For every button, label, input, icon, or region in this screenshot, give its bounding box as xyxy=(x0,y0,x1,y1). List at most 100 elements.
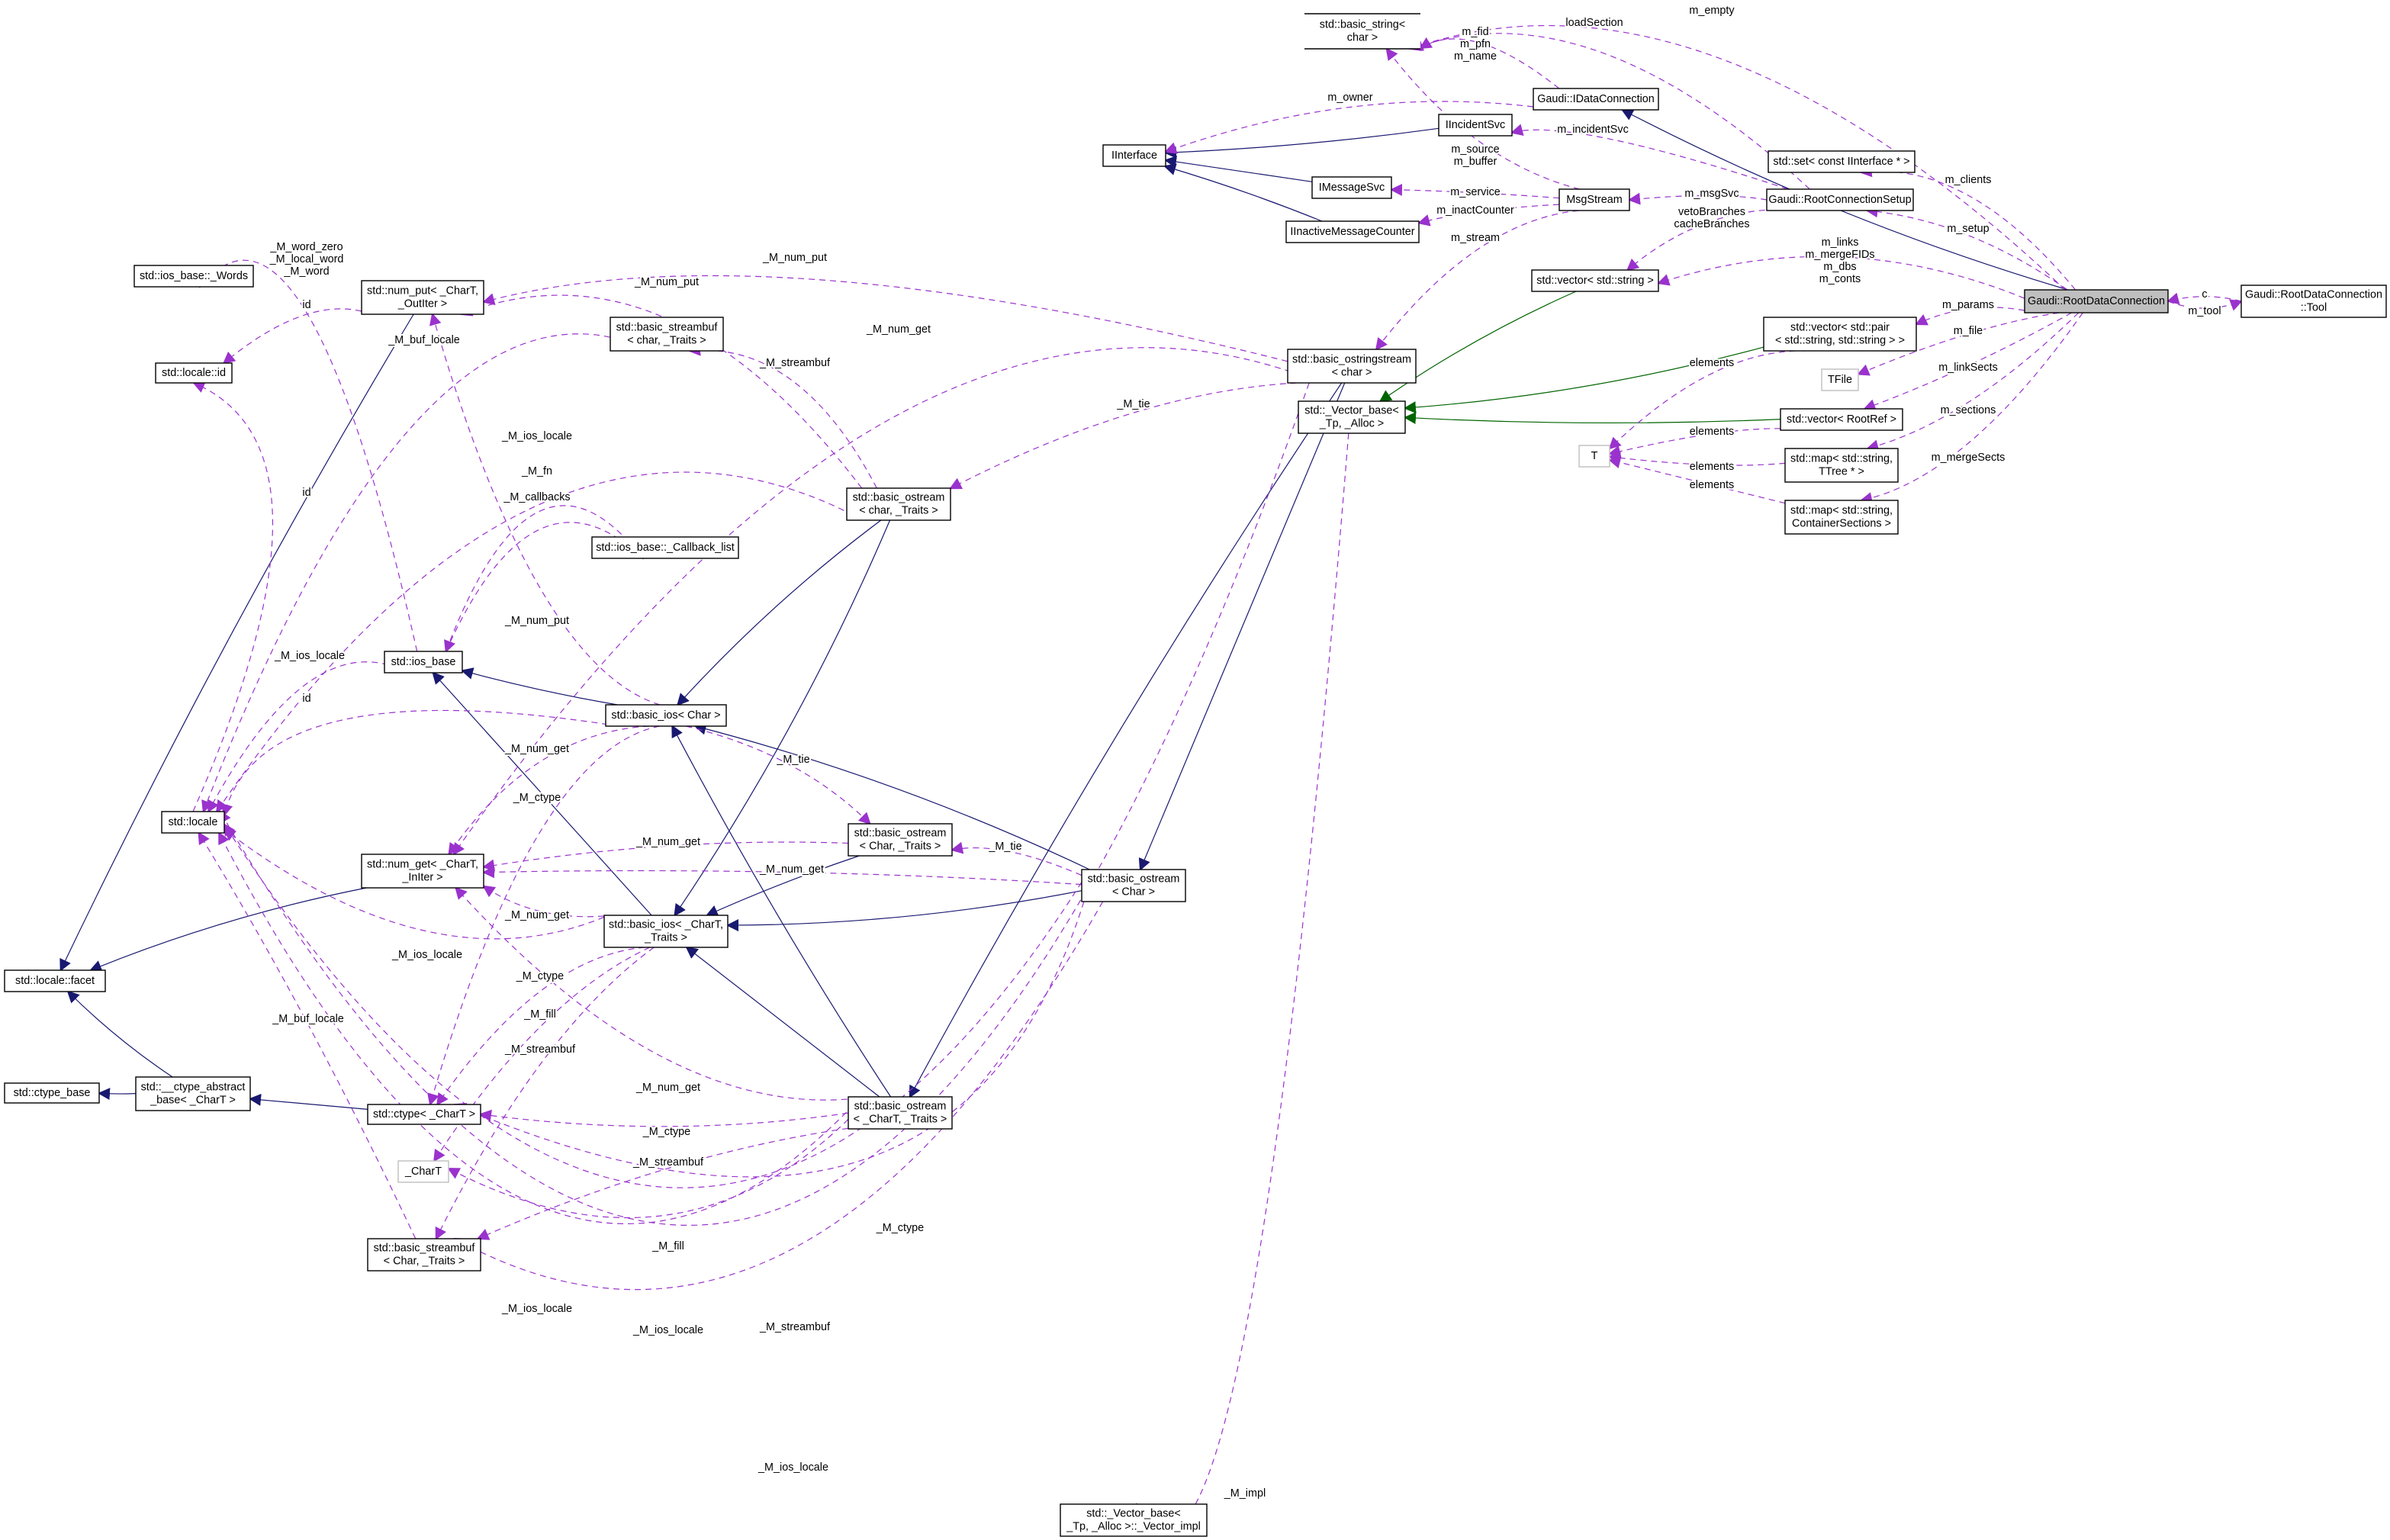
node-locale-facet[interactable]: std::locale::facet xyxy=(4,969,106,992)
node-label: IIncidentSvc xyxy=(1446,119,1505,131)
node-basic-ios-char-t-traits[interactable]: std::basic_ios< _CharT,_Traits > xyxy=(603,915,729,948)
edge-label: m_linkSects xyxy=(1938,362,1998,374)
edge-label: _M_num_put xyxy=(762,252,827,264)
node-t[interactable]: T xyxy=(1578,445,1610,468)
node-label: _InIter > xyxy=(401,872,442,884)
node-vector-root-ref[interactable]: std::vector< RootRef > xyxy=(1780,408,1903,431)
node-label: std::ctype< _CharT > xyxy=(373,1108,475,1120)
node-label: std::basic_ios< Char > xyxy=(611,709,720,722)
node-root-connection-setup[interactable]: Gaudi::RootConnectionSetup xyxy=(1766,188,1914,211)
edge-basic-ios-char-to-ctype xyxy=(427,725,660,1106)
edge-basic-ios-char-to-ios-base xyxy=(461,667,618,706)
node-map-container-sections[interactable]: std::map< std::string,ContainerSections … xyxy=(1784,500,1899,535)
node-label: TTree * > xyxy=(1819,466,1864,478)
edge-root-data-connection-to-vector-pair xyxy=(1915,307,2025,326)
edge-label: m_sections xyxy=(1941,404,1996,416)
node-char-t[interactable]: _CharT xyxy=(397,1160,449,1183)
edge-label: _M_tie xyxy=(776,754,809,766)
edge-basic-ostream-char-traits-to-num-put xyxy=(459,294,863,489)
node-map-ttree[interactable]: std::map< std::string,TTree * > xyxy=(1784,448,1899,483)
edge-label: _M_num_get xyxy=(504,909,569,921)
node-basic-ostream-char-t-traits[interactable]: std::basic_ostream< _CharT, _Traits > xyxy=(848,1096,953,1130)
node-vector-base[interactable]: std::_Vector_base<_Tp, _Alloc > xyxy=(1298,400,1406,434)
node-basic-ios-char[interactable]: std::basic_ios< Char > xyxy=(605,704,727,727)
node-num-put[interactable]: std::num_put< _CharT,_OutIter > xyxy=(361,280,484,315)
edge-label: _M_ctype xyxy=(516,970,564,982)
edge-label: m_file xyxy=(1954,325,1983,337)
edge-label: _M_num_get xyxy=(866,323,931,336)
edge-label: _M_ctype xyxy=(513,792,561,804)
edge-label: _M_tie xyxy=(988,841,1021,853)
node-ctype-base[interactable]: std::ctype_base xyxy=(4,1082,100,1104)
node-tool[interactable]: Gaudi::RootDataConnection::Tool xyxy=(2240,285,2387,318)
node-num-get[interactable]: std::num_get< _CharT,_InIter > xyxy=(361,854,484,889)
node-basic-ostringstream[interactable]: std::basic_ostringstream< char > xyxy=(1287,349,1417,384)
edge-label: id xyxy=(302,299,310,311)
node-tfile[interactable]: TFile xyxy=(1821,368,1859,391)
node-label: std::basic_ostream xyxy=(1088,873,1180,886)
node-label: MsgStream xyxy=(1566,194,1623,206)
edge-root-connection-setup-to-basic-string xyxy=(1411,33,1810,190)
edge-label: id xyxy=(302,693,310,705)
node-label: < _CharT, _Traits > xyxy=(854,1114,947,1126)
edge-label: _M_ios_locale xyxy=(274,650,345,662)
node-vector-string[interactable]: std::vector< std::string > xyxy=(1531,269,1659,292)
edge-label: m_owner xyxy=(1327,92,1372,104)
node-words[interactable]: std::ios_base::_Words xyxy=(133,265,254,288)
node-iinterface[interactable]: IInterface xyxy=(1102,144,1166,167)
node-root-data-connection[interactable]: Gaudi::RootDataConnection xyxy=(2024,289,2169,313)
edge-basic-ostream-char-t-traits-to-char-t xyxy=(447,1118,849,1218)
node-label: _Traits > xyxy=(644,932,687,944)
node-ctype[interactable]: std::ctype< _CharT > xyxy=(367,1104,481,1125)
edge-basic-ostream-char-t-traits-to-ctype xyxy=(479,1109,849,1127)
edge-label: _M_num_get xyxy=(759,863,824,876)
edge-label: _M_streambuf xyxy=(759,1321,831,1333)
edge-label: _M_impl xyxy=(1224,1487,1266,1500)
edge-vector-pair-to-vector-base xyxy=(1404,346,1764,414)
node-locale[interactable]: std::locale xyxy=(161,811,225,834)
edge-basic-ostream-char-t-traits-to-basic-ios-char xyxy=(671,725,892,1098)
node-idata-connection[interactable]: Gaudi::IDataConnection xyxy=(1533,88,1659,111)
node-label: std::locale xyxy=(169,816,218,828)
edge-idata-connection-to-basic-string xyxy=(1419,37,1560,89)
node-ctype-abstract-base[interactable]: std::__ctype_abstract_base< _CharT > xyxy=(135,1076,251,1111)
node-ios-base[interactable]: std::ios_base xyxy=(384,651,463,674)
node-label: IInterface xyxy=(1111,149,1157,162)
node-basic-ostream-char-traits[interactable]: std::basic_ostream< Char, _Traits > xyxy=(848,823,953,857)
edge-idata-connection-to-iinterface xyxy=(1164,101,1534,154)
node-vector-impl[interactable]: std::_Vector_base<_Tp, _Alloc >::_Vector… xyxy=(1060,1503,1208,1537)
node-imessage-svc[interactable]: IMessageSvc xyxy=(1311,176,1392,199)
node-locale-id[interactable]: std::locale::id xyxy=(155,362,233,384)
edge-label: _M_callbacks xyxy=(503,491,570,503)
edge-imessage-svc-to-iinterface xyxy=(1164,156,1313,182)
edge-label: _M_num_get xyxy=(635,836,700,848)
node-label: std::locale::id xyxy=(162,367,226,379)
edge-vector-root-ref-to-vector-base xyxy=(1404,412,1781,425)
node-label: ::Tool xyxy=(2301,302,2327,314)
node-msg-stream[interactable]: MsgStream xyxy=(1558,188,1630,211)
node-set-iinterface[interactable]: std::set< const IInterface * > xyxy=(1768,150,1916,173)
node-callback-list[interactable]: std::ios_base::_Callback_list xyxy=(591,536,739,559)
node-basic-streambuf-char[interactable]: std::basic_streambuf< char, _Traits > xyxy=(610,317,724,352)
node-vector-pair[interactable]: std::vector< std::pair< std::string, std… xyxy=(1763,317,1917,352)
edge-basic-ostream-char-traits-to-basic-ios-char-t-traits xyxy=(674,519,891,917)
node-basic-streambuf-char[interactable]: std::basic_streambuf< Char, _Traits > xyxy=(367,1238,481,1272)
node-basic-ostream-char-traits[interactable]: std::basic_ostream< char, _Traits > xyxy=(846,487,951,521)
edge-basic-ostream-char-t-traits-to-num-get xyxy=(455,886,869,1101)
node-label: Gaudi::RootDataConnection xyxy=(2245,289,2382,301)
node-iincident-svc[interactable]: IIncidentSvc xyxy=(1438,114,1513,137)
node-basic-ostream-char[interactable]: std::basic_ostream< Char > xyxy=(1081,869,1186,902)
edge-basic-ostream-char-to-basic-streambuf-char xyxy=(453,901,1104,1291)
node-label: std::set< const IInterface * > xyxy=(1773,156,1909,168)
node-basic-string[interactable]: std::basic_string<char > xyxy=(1304,13,1420,50)
edge-num-put-to-locale-id xyxy=(222,308,372,365)
node-iinactive-message-counter[interactable]: IInactiveMessageCounter xyxy=(1285,220,1420,243)
node-label: _Tp, _Alloc >::_Vector_impl xyxy=(1066,1521,1201,1533)
edge-label: _M_buf_locale xyxy=(272,1013,344,1025)
edge-basic-ios-char-t-traits-to-basic-streambuf-char xyxy=(435,947,655,1240)
edge-basic-ostringstream-to-num-get xyxy=(452,347,1321,856)
